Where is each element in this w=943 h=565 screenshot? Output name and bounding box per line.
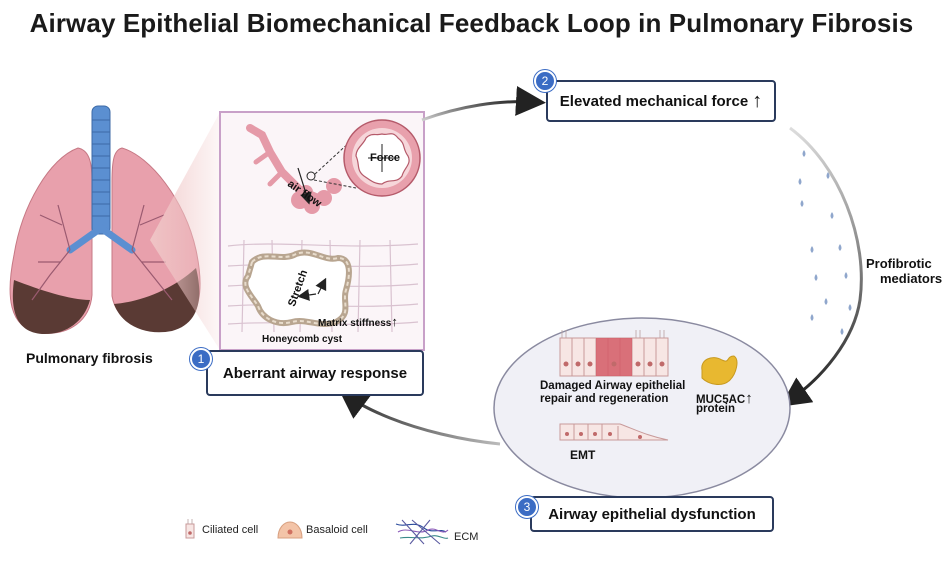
muc5ac-blob [701,355,738,385]
matrix-stiffness-label: Matrix stiffness↑ [318,314,398,329]
arrow-3-to-1 [338,388,501,446]
diagram-title: Airway Epithelial Biomechanical Feedback… [29,8,914,38]
emt-cells [559,423,669,441]
muc5ac-line-2: protein [696,403,735,415]
legend-ecm: ECM [454,531,479,543]
matrix-stiffness-up-icon: ↑ [391,314,398,329]
step-1-box: Aberrant airway response [206,350,424,396]
step-1-badge: 1 [190,348,212,370]
muc5ac-label: MUC5AC↑ protein [696,390,753,416]
profibrotic-line-1: Profibrotic [866,256,932,271]
matrix-stiffness-text: Matrix stiffness [318,318,392,329]
damaged-epithelium-label: Damaged Airway epithelial repair and reg… [540,380,685,406]
step-2-up-icon: ↑ [752,89,763,112]
ciliated-cell-icon [185,519,195,539]
step-3-badge: 3 [516,496,538,518]
zoom-wedge [150,112,220,350]
step-2-box: Elevated mechanical force↑ [546,80,776,122]
step-3-label: Airway epithelial dysfunction [548,505,756,523]
ecm-icon [395,519,449,545]
damaged-line-1: Damaged Airway epithelial [540,380,686,392]
step-2-label: Elevated mechanical force [559,92,749,110]
step-1-label: Aberrant airway response [222,364,408,382]
inset-panel [219,111,425,351]
damaged-line-2: repair and regeneration [540,393,669,405]
lungs-illustration [9,105,201,335]
legend-basaloid: Basaloid cell [306,524,368,536]
lung-label: Pulmonary fibrosis [26,350,153,366]
honeycomb-label: Honeycomb cyst [262,334,343,345]
muc5ac-up-icon: ↑ [745,390,753,407]
step-2-badge: 2 [534,70,556,92]
arrow-2-to-3 [780,126,863,407]
muc5ac-line-1: MUC5AC [696,394,746,406]
mediator-droplets [798,150,852,335]
basaloid-cell-icon [277,521,303,539]
force-label: Force [370,152,400,164]
step-3-box: Airway epithelial dysfunction [530,496,774,532]
legend-ciliated: Ciliated cell [202,524,259,536]
profibrotic-label: Profibrotic mediators [866,256,942,286]
profibrotic-line-2: mediators [880,271,943,286]
emt-label: EMT [570,448,596,462]
epithelium-cells [559,330,669,377]
arrow-1-to-2 [421,85,546,122]
